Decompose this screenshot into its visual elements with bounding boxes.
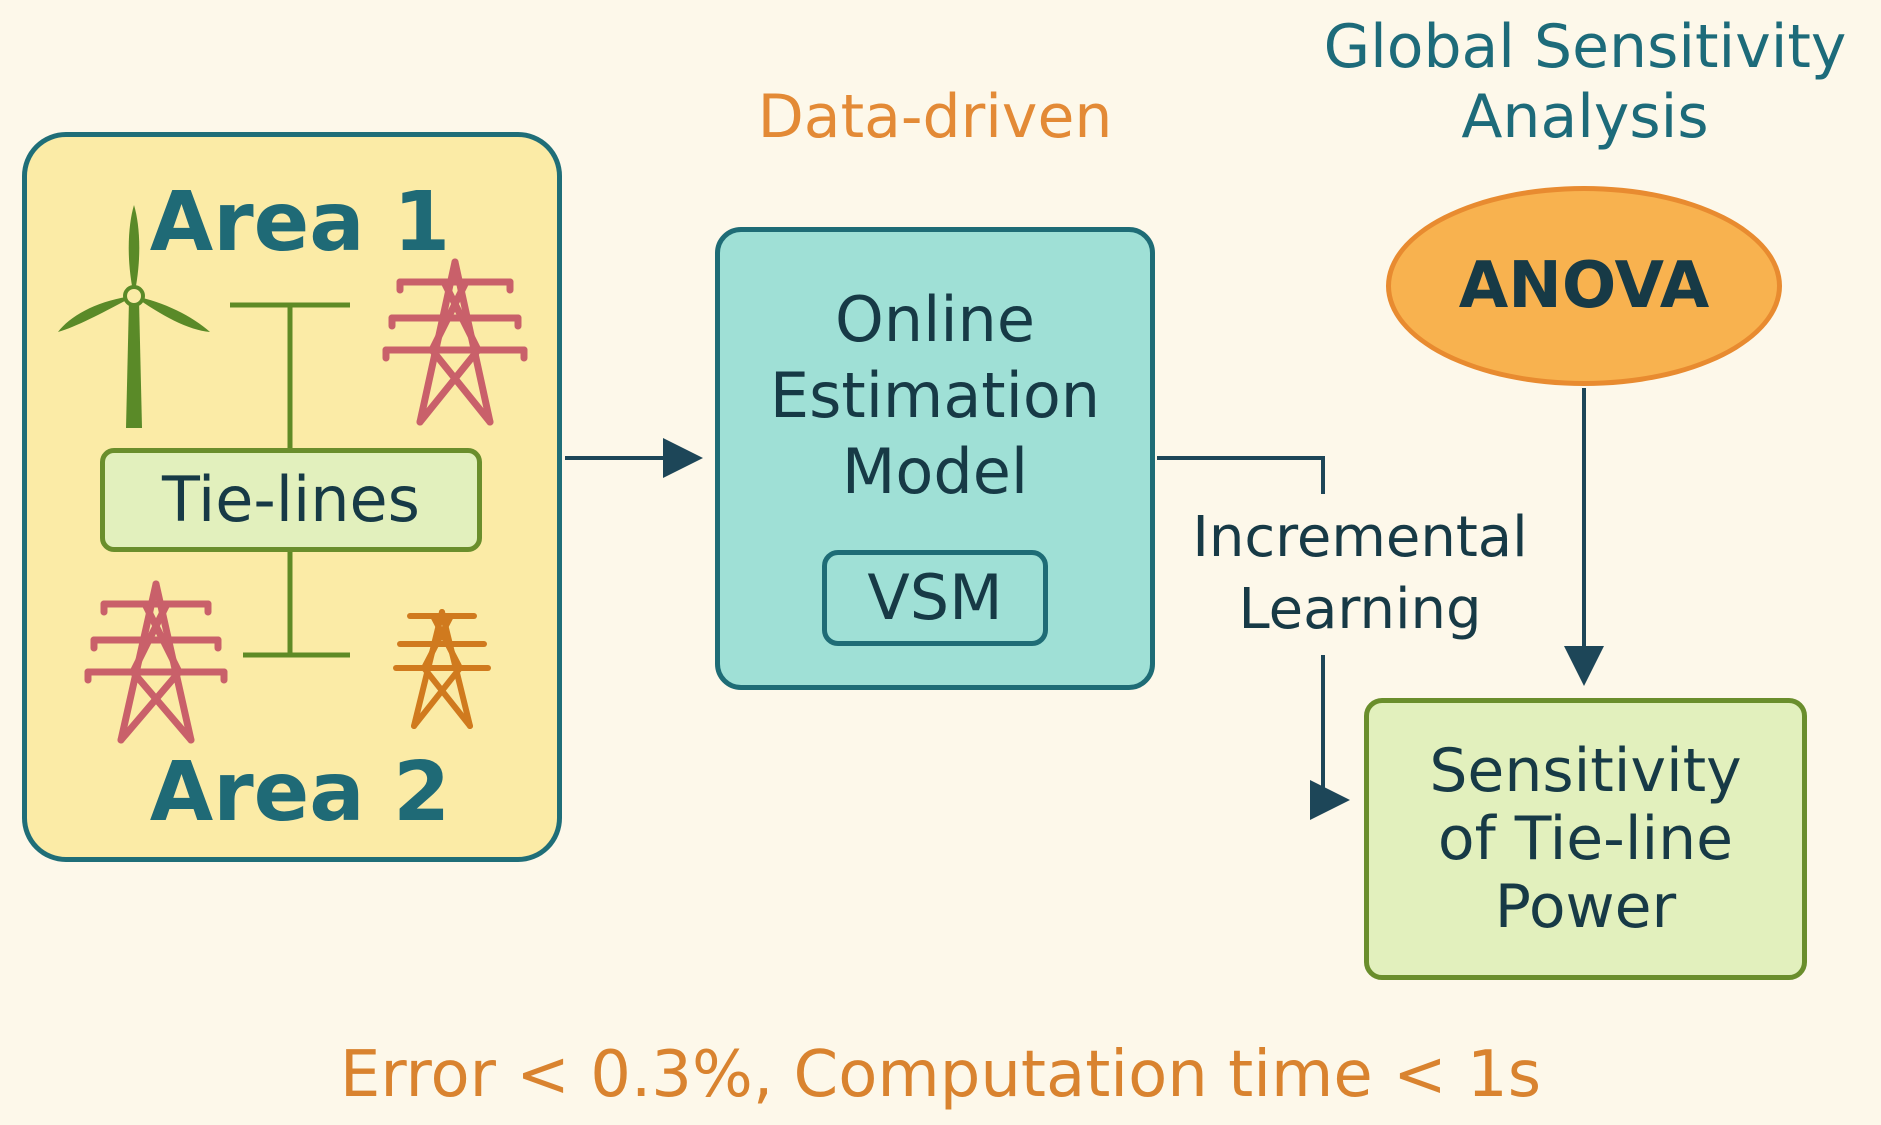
arrow-learning-to-sensitivity [1310, 655, 1350, 820]
incremental-learning-label: Incremental Learning [1150, 502, 1570, 646]
sensitivity-line2: of Tie-line [1437, 804, 1734, 874]
area1-label: Area 1 [149, 175, 451, 270]
model-line3: Model [841, 435, 1029, 508]
incremental-line1: Incremental [1192, 505, 1528, 570]
model-title: Online Estimation Model [715, 282, 1155, 510]
online-estimation-model-box [715, 227, 1155, 690]
anova-ellipse: ANOVA [1386, 186, 1782, 386]
transmission-tower-icon [84, 580, 228, 744]
wind-turbine-icon [58, 205, 210, 428]
global-sensitivity-title: Global Sensitivity Analysis [1265, 12, 1881, 152]
model-line1: Online [835, 283, 1035, 356]
incremental-line2: Learning [1238, 577, 1482, 642]
sensitivity-title: Sensitivity of Tie-line Power [1364, 737, 1807, 941]
global-sensitivity-line2: Analysis [1461, 82, 1709, 152]
flow-arrows [565, 388, 1604, 820]
performance-footer: Error < 0.3%, Computation time < 1s [339, 1038, 1542, 1112]
transmission-tower-icon [382, 258, 528, 426]
sensitivity-line3: Power [1494, 872, 1677, 942]
connector-model-to-learning [1157, 456, 1325, 494]
global-sensitivity-line1: Global Sensitivity [1323, 12, 1847, 82]
vsm-box: VSM [822, 550, 1048, 646]
model-line2: Estimation [769, 359, 1101, 432]
area2-label: Area 2 [149, 745, 451, 840]
tie-lines-box: Tie-lines [100, 448, 482, 552]
data-driven-label: Data-driven [757, 82, 1113, 152]
transmission-tower-icon [393, 609, 491, 729]
sensitivity-line1: Sensitivity [1429, 736, 1742, 806]
sensitivity-box [1364, 698, 1807, 980]
tie-line-connectors [230, 302, 350, 658]
